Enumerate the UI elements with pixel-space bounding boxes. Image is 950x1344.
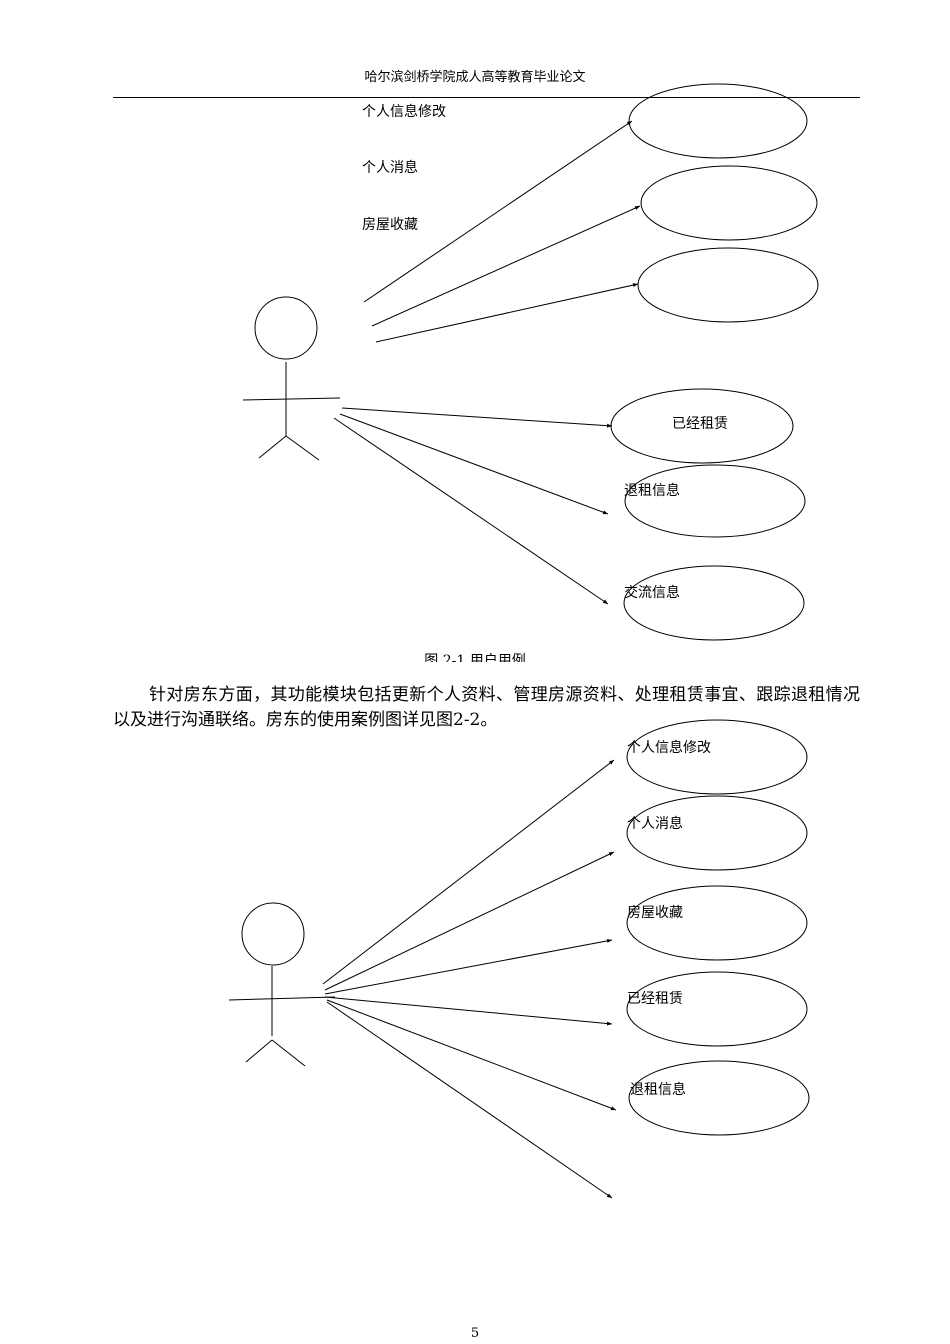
actor-head <box>241 902 305 966</box>
page-number: 5 <box>470 1326 480 1341</box>
use-case-label: 个人信息修改 <box>362 104 446 120</box>
association-line <box>339 413 609 515</box>
actor-arms <box>228 996 336 1001</box>
use-case-ellipse <box>626 795 808 871</box>
actor-leg <box>245 1039 273 1063</box>
use-case-ellipse <box>628 1060 810 1136</box>
figure1-caption: 图 2-1 用户用例 <box>424 653 526 662</box>
actor-leg <box>258 435 287 459</box>
use-case-ellipse <box>628 83 808 159</box>
page-header: 哈尔滨剑桥学院成人高等教育毕业论文 <box>364 70 586 85</box>
association-line <box>375 283 639 343</box>
use-case-label: 个人消息 <box>362 160 418 176</box>
actor-arms <box>242 397 341 401</box>
association-line <box>324 938 613 995</box>
association-line <box>363 120 633 303</box>
use-case-ellipse <box>623 565 805 641</box>
figure1-use-cases <box>610 83 819 641</box>
figure2-associations <box>322 759 617 1199</box>
use-case-label: 个人消息 <box>627 816 683 832</box>
figure1-associations <box>333 120 641 605</box>
association-line <box>326 1001 613 1199</box>
association-line <box>341 407 613 428</box>
association-line <box>322 759 615 985</box>
use-case-label: 房屋收藏 <box>362 217 418 233</box>
use-case-label: 退租信息 <box>624 483 680 499</box>
use-case-ellipse <box>624 464 806 538</box>
actor-leg <box>271 1039 306 1067</box>
actor-leg <box>285 435 320 461</box>
landlord-actor <box>228 902 336 1067</box>
association-line <box>333 417 609 605</box>
body-paragraph: 针对房东方面，其功能模块包括更新个人资料、管理房源资料、处理租赁事宜、跟踪退租情… <box>113 685 860 730</box>
use-case-label: 退租信息 <box>630 1082 686 1098</box>
use-case-label: 已经租赁 <box>672 416 728 432</box>
use-case-label: 个人信息修改 <box>627 740 711 756</box>
association-line <box>326 999 617 1111</box>
use-case-label: 交流信息 <box>624 585 680 601</box>
use-case-ellipse <box>626 971 808 1047</box>
association-line <box>324 996 613 1026</box>
use-case-ellipse <box>610 388 794 464</box>
use-case-label: 房屋收藏 <box>627 905 683 921</box>
association-line <box>324 851 615 991</box>
use-case-ellipse <box>640 165 818 241</box>
use-case-ellipse <box>637 247 819 323</box>
association-line <box>371 205 641 327</box>
use-case-ellipse <box>626 885 808 961</box>
actor-head <box>254 296 318 360</box>
user-actor <box>242 296 341 461</box>
header-rule <box>113 97 860 98</box>
use-case-label: 已经租赁 <box>627 991 683 1007</box>
use-case-ellipse <box>626 719 808 795</box>
figure2-use-cases <box>626 719 810 1136</box>
